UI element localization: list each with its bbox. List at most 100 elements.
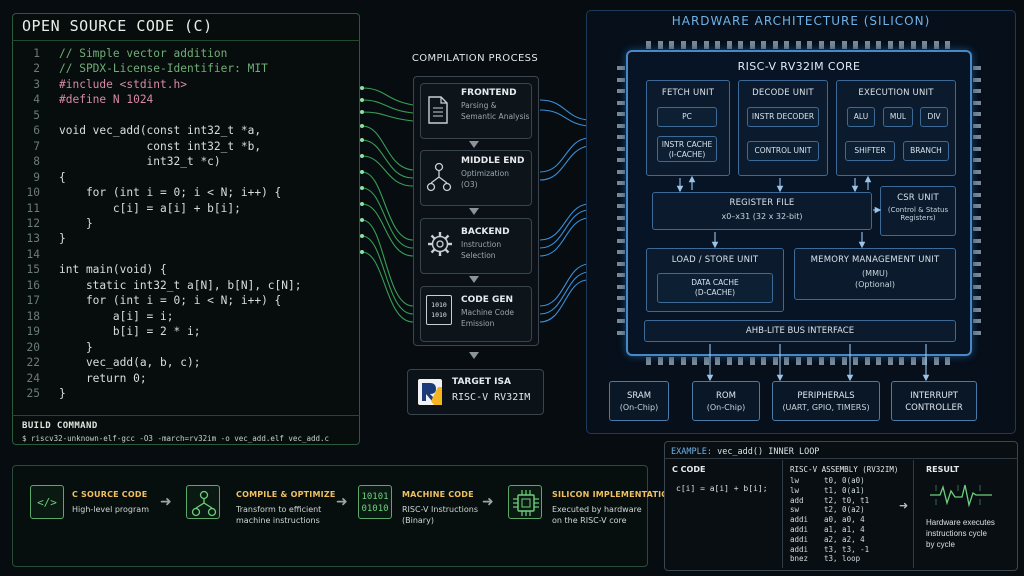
- label: (I-CACHE): [668, 150, 706, 159]
- line-number: 25: [26, 386, 40, 400]
- right-arrow-icon: ➜: [899, 499, 909, 512]
- chip-pin: [973, 181, 981, 185]
- asm-opcode: lw: [790, 485, 800, 495]
- line-number: 8: [33, 155, 40, 169]
- stage-title: BACKEND: [461, 227, 510, 237]
- divider: [12, 40, 360, 41]
- stage-subtitle: Parsing &: [461, 101, 497, 110]
- line-number: 19: [26, 325, 40, 339]
- chip-pin: [973, 273, 981, 277]
- unit-title: REGISTER FILE: [729, 198, 795, 208]
- bus-arrows: [676, 175, 930, 382]
- stage-middle-end: MIDDLE END Optimization (O3): [420, 150, 532, 206]
- control-unit: CONTROL UNIT: [747, 141, 819, 161]
- line-text: a[i] = i;: [59, 309, 174, 323]
- chip-pin: [818, 357, 824, 365]
- chip-pin: [617, 330, 625, 335]
- chip-pin: [617, 77, 625, 82]
- register-file: REGISTER FILE x0–x31 (32 x 32-bit): [652, 192, 872, 230]
- unit-title: FETCH UNIT: [661, 88, 715, 98]
- label: by cycle: [926, 540, 955, 549]
- chip-pin: [692, 357, 697, 365]
- data-cache: DATA CACHE (D-CACHE): [657, 273, 773, 303]
- example-title-text: vec_add() INNER LOOP: [717, 447, 820, 457]
- chip-pin: [876, 357, 881, 365]
- down-arrow-icon: [469, 352, 479, 359]
- compilation-title: COMPILATION PROCESS: [411, 53, 539, 64]
- chip-pin: [841, 41, 847, 49]
- chip-pin: [922, 41, 927, 49]
- example-title-prefix: EXAMPLE:: [671, 447, 712, 457]
- chip-pin: [807, 357, 812, 365]
- chip-pin: [669, 41, 674, 49]
- chip-pin: [887, 357, 893, 365]
- line-number: 4: [33, 93, 40, 107]
- line-number: 15: [26, 263, 40, 277]
- chip-pin: [933, 41, 939, 49]
- chip-pin: [973, 319, 981, 323]
- chip-pin: [945, 41, 950, 49]
- down-arrow-icon: [469, 208, 479, 215]
- flow-step-title: COMPILE & OPTIMIZE: [236, 490, 336, 499]
- asm-opcode: sw: [790, 505, 800, 515]
- chip-pin: [841, 357, 847, 365]
- flow-step-sub: on the RISC-V core: [552, 516, 627, 525]
- chip-pin: [617, 146, 625, 151]
- chip-pin: [761, 357, 766, 365]
- hardware-title: HARDWARE ARCHITECTURE (SILICON): [671, 14, 931, 28]
- code-line: 20 }: [18, 340, 358, 355]
- shifter: SHIFTER: [845, 141, 895, 161]
- connector-wires: [360, 86, 589, 323]
- chip-pin: [761, 41, 766, 49]
- line-text: }: [59, 386, 66, 400]
- waveform-icon: [930, 484, 992, 508]
- line-text: vec_add(a, b, c);: [59, 356, 201, 370]
- chip-pin: [973, 66, 981, 70]
- chip-pin: [738, 41, 743, 49]
- chip-pin: [680, 357, 686, 365]
- result-header: RESULT: [926, 465, 960, 474]
- label: CONTROLLER: [905, 403, 963, 413]
- line-number: 2: [33, 62, 40, 76]
- chip-pin: [617, 238, 625, 243]
- chip-pin: [973, 158, 981, 162]
- pc-register: PC: [657, 107, 717, 127]
- down-arrow-icon: [469, 276, 479, 283]
- asm-opcode: addi: [790, 534, 809, 544]
- line-text: for (int i = 0; i < N; i++) {: [59, 294, 282, 308]
- instr-decoder: INSTR DECODER: [747, 107, 819, 127]
- chip-pin: [715, 357, 720, 365]
- unit-title: LOAD / STORE UNIT: [671, 255, 759, 265]
- asm-opcode: addi: [790, 524, 809, 534]
- source-code-title: OPEN SOURCE CODE (C): [22, 17, 213, 35]
- code-line: 19 b[i] = 2 * i;: [18, 324, 358, 339]
- label: (D-CACHE): [694, 288, 736, 297]
- chip-pin: [617, 273, 625, 277]
- chip-pin: [864, 41, 870, 49]
- stage-subtitle: Instruction: [461, 240, 502, 249]
- code-line: 1// Simple vector addition: [18, 46, 358, 61]
- chip-pin: [715, 41, 720, 49]
- chip-pin: [646, 357, 651, 365]
- chip-pin: [899, 357, 904, 365]
- stage-title: MIDDLE END: [461, 156, 525, 166]
- chip-pin: [703, 41, 709, 49]
- label: ROM: [716, 391, 736, 401]
- flow-step-title: C SOURCE CODE: [72, 490, 148, 499]
- chip-pin: [617, 66, 625, 70]
- unit-title: DECODE UNIT: [752, 88, 814, 98]
- instr-cache: INSTR CACHE (I-CACHE): [657, 136, 717, 162]
- asm-operands: a2, a2, 4: [824, 534, 865, 544]
- asm-opcode: addi: [790, 515, 809, 525]
- stage-subtitle: Semantic Analysis: [461, 112, 530, 121]
- chip-pin: [692, 41, 697, 49]
- line-text: for (int i = 0; i < N; i++) {: [59, 186, 282, 200]
- document-icon: [428, 96, 448, 124]
- chip-pin: [973, 112, 981, 116]
- tree-icon: [186, 485, 220, 519]
- chip-pin: [617, 204, 625, 208]
- label: SRAM: [626, 391, 652, 401]
- code-line: 12 }: [18, 216, 358, 231]
